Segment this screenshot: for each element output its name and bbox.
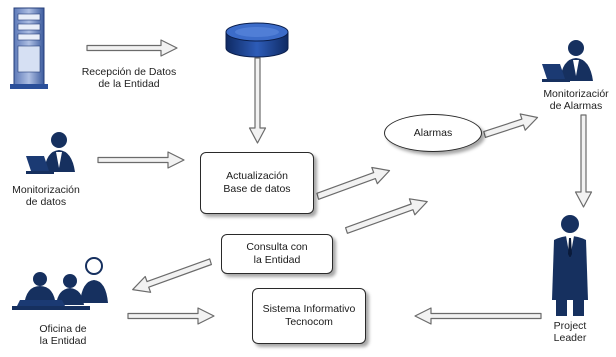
label-recepcion: Recepción de Datos de la Entidad <box>81 66 177 90</box>
arrow-leader-to-sistema <box>414 307 542 325</box>
actualizacion-node: Actualización Base de datos <box>200 152 314 214</box>
flow-arrows <box>86 39 593 325</box>
sistema-node: Sistema Informativo Tecnocom <box>252 288 366 344</box>
office-people-icon <box>12 257 108 310</box>
arrow-oficina-to-sistema <box>127 307 215 325</box>
label-oficina: Oficina de la Entidad <box>39 323 87 347</box>
person-at-laptop-icon <box>26 132 75 174</box>
database-icon <box>225 22 289 58</box>
arrow-database-to-actualizacion <box>248 57 267 144</box>
arrow-consulta-to-oficina <box>132 258 212 293</box>
arrow-monitorizacion-alarmas-to-leader <box>574 114 593 208</box>
person-at-laptop-icon <box>542 40 593 82</box>
server-icon <box>10 7 48 89</box>
businessman-icon <box>552 215 588 316</box>
label-monitorizacion-alarmas: Monitorizaciór de Alarmas <box>543 88 609 112</box>
arrow-server-to-database <box>86 39 178 57</box>
arrow-alarmas-to-monitorizacion-alarmas <box>483 113 539 138</box>
alarmas-node: Alarmas <box>384 114 482 152</box>
arrow-monitorizacion-to-actualizacion <box>97 151 185 169</box>
arrow-actualizacion-to-alarmas <box>316 166 391 200</box>
arrow-consulta-to-actualizacion <box>345 198 428 234</box>
label-project-leader: Project Leader <box>553 320 587 344</box>
consulta-node: Consulta con la Entidad <box>221 234 333 274</box>
label-monitorizacion-datos: Monitorización de datos <box>12 184 80 208</box>
